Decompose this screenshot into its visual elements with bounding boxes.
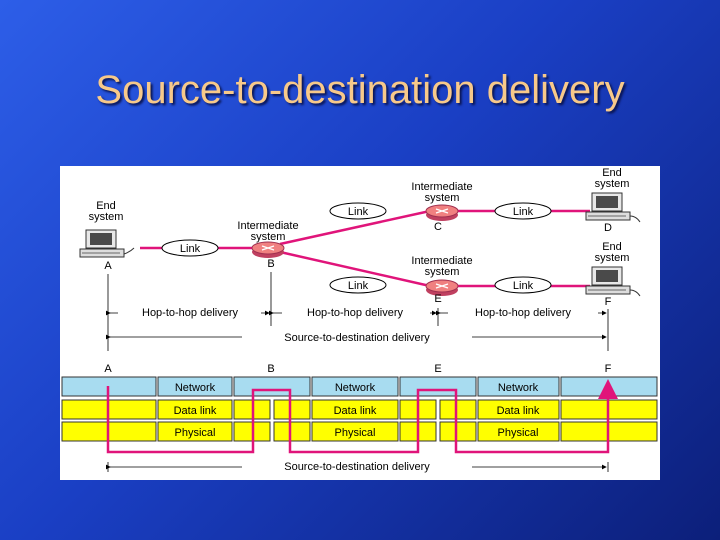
node-label-f: F: [605, 296, 612, 308]
svg-text:Source-to-destination delivery: Source-to-destination delivery: [284, 461, 430, 473]
layer-band-network-3: Network: [477, 376, 560, 397]
svg-text:Physical: Physical: [498, 427, 539, 439]
layer-band-datalink-1: Data link: [157, 399, 233, 420]
svg-text:Link: Link: [513, 280, 534, 292]
link-label-ef: Link: [494, 276, 552, 294]
router-c-icon: [425, 204, 459, 221]
stack-label-b: B: [267, 363, 274, 375]
link-line-b-c: [279, 209, 431, 246]
node-label-c: C: [434, 221, 442, 233]
layer-band-physical-2: Physical: [311, 421, 399, 442]
svg-text:Network: Network: [175, 382, 216, 394]
link-label-bc: Link: [329, 202, 387, 220]
computer-f-icon: [585, 266, 641, 297]
router-b-icon: [251, 241, 285, 258]
delivery-diagram: Link Link Link Link Link: [61, 167, 658, 473]
link-label-ab: Link: [161, 239, 219, 257]
link-line-b-e: [279, 250, 431, 288]
svg-text:Hop-to-hop delivery: Hop-to-hop delivery: [307, 307, 403, 319]
source-destination-delivery-bottom: Source-to-destination delivery: [106, 460, 609, 473]
svg-text:Data link: Data link: [174, 405, 217, 417]
svg-text:Physical: Physical: [175, 427, 216, 439]
stack-label-a: A: [104, 363, 112, 375]
svg-text:Network: Network: [498, 382, 539, 394]
svg-text:Physical: Physical: [335, 427, 376, 439]
layer-band-network-1: Network: [157, 376, 233, 397]
layer-band-datalink-3: Data link: [477, 399, 560, 420]
layer-band-physical-3: Physical: [477, 421, 560, 442]
layer-band-physical-1: Physical: [157, 421, 233, 442]
svg-text:Hop-to-hop delivery: Hop-to-hop delivery: [475, 307, 571, 319]
slide-title: Source-to-destination delivery: [95, 68, 625, 112]
svg-text:Link: Link: [513, 206, 534, 218]
hop-delivery-3: Hop-to-hop delivery: [436, 306, 607, 319]
stack-b: [233, 376, 311, 442]
svg-text:Link: Link: [348, 280, 369, 292]
link-label-be: Link: [329, 276, 387, 294]
svg-text:Source-to-destination delivery: Source-to-destination delivery: [284, 332, 430, 344]
hop-delivery-1: Hop-to-hop delivery: [106, 306, 270, 319]
node-label-b: B: [267, 258, 274, 270]
svg-text:Link: Link: [180, 243, 201, 255]
stack-label-f: F: [605, 363, 612, 375]
svg-text:Data link: Data link: [497, 405, 540, 417]
layer-band-network-2: Network: [311, 376, 399, 397]
svg-text:Hop-to-hop delivery: Hop-to-hop delivery: [142, 307, 238, 319]
layer-band-datalink-2: Data link: [311, 399, 399, 420]
node-label-e: E: [434, 293, 441, 305]
stack-e: [399, 376, 477, 442]
svg-text:Link: Link: [348, 206, 369, 218]
svg-text:Network: Network: [335, 382, 376, 394]
svg-text:Data link: Data link: [334, 405, 377, 417]
packet-path: [106, 379, 618, 454]
stack-label-e: E: [434, 363, 441, 375]
hop-delivery-2: Hop-to-hop delivery: [269, 306, 437, 319]
source-destination-delivery-top: Source-to-destination delivery: [106, 330, 607, 344]
node-label-d: D: [604, 222, 612, 234]
computer-d-icon: [585, 192, 641, 223]
link-label-cd: Link: [494, 202, 552, 220]
node-label-a: A: [104, 260, 112, 272]
diagram-panel: Link Link Link Link Link: [60, 166, 660, 480]
router-e-icon: [425, 279, 459, 296]
computer-a-icon: [79, 229, 135, 258]
